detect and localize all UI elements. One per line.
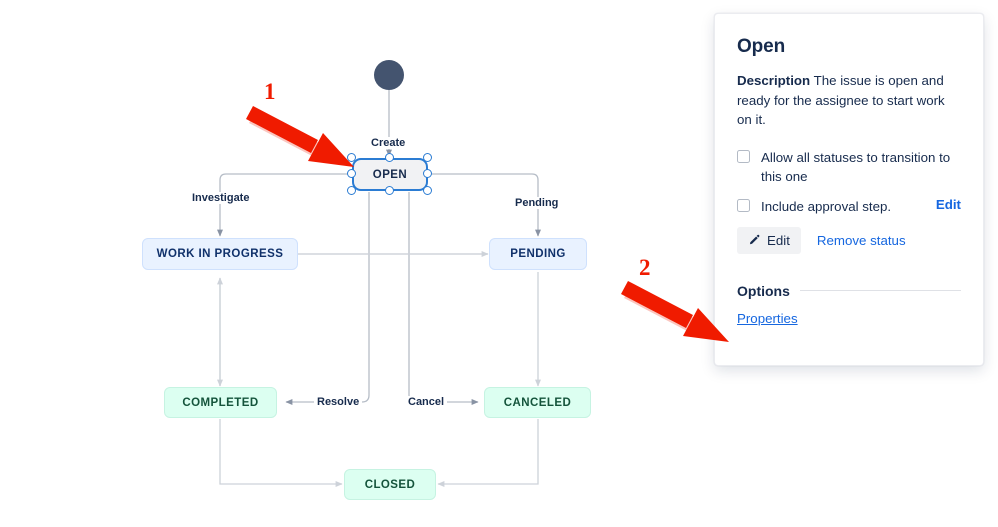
description-label: Description	[737, 73, 811, 88]
approval-step-edit-link[interactable]: Edit	[935, 196, 961, 212]
resize-handle-s[interactable]	[385, 186, 394, 195]
checkbox-row-allow-all[interactable]: Allow all statuses to transition to this…	[737, 148, 961, 186]
node-completed[interactable]: COMPLETED	[164, 387, 277, 418]
status-detail-panel: Open Description The issue is open and r…	[714, 13, 984, 366]
description-text: The issue is open and ready for the assi…	[737, 73, 945, 127]
checkbox-row-approval-step[interactable]: Include approval step. Edit	[737, 197, 961, 216]
workflow-canvas[interactable]: Create Investigate Pending Resolve Cance…	[0, 0, 714, 527]
node-work-in-progress-label: WORK IN PROGRESS	[156, 248, 284, 260]
options-section-header: Options	[737, 283, 961, 299]
page-title: Open	[737, 36, 786, 57]
edit-button-label: Edit	[767, 232, 790, 248]
checkbox-allow-all-statuses-label: Allow all statuses to transition to this…	[761, 149, 951, 184]
options-divider	[799, 290, 961, 291]
resize-handle-e[interactable]	[423, 169, 432, 178]
node-canceled-label: CANCELED	[503, 396, 572, 409]
resize-handle-sw[interactable]	[347, 186, 356, 195]
checkbox-allow-all-statuses[interactable]	[737, 149, 750, 163]
node-pending-label: PENDING	[510, 248, 566, 260]
start-circle[interactable]	[374, 60, 404, 90]
node-closed[interactable]: CLOSED	[344, 469, 436, 500]
edge-label-create: Create	[368, 137, 409, 149]
workflow-connectors	[217, 90, 541, 487]
callout-number-2: 2	[639, 255, 651, 280]
resize-handle-n[interactable]	[385, 153, 394, 162]
resize-handle-ne[interactable]	[423, 153, 432, 162]
edge-label-pending: Pending	[512, 197, 562, 209]
edge-label-resolve: Resolve	[314, 396, 363, 408]
resize-handle-w[interactable]	[347, 169, 356, 178]
node-closed-label: CLOSED	[364, 478, 416, 491]
edit-button[interactable]: Edit	[737, 226, 801, 254]
status-action-row: Edit Remove status	[737, 226, 961, 254]
properties-link[interactable]: Properties	[737, 310, 798, 326]
node-completed-label: COMPLETED	[182, 396, 259, 409]
node-open-label: OPEN	[372, 168, 408, 181]
options-heading: Options	[737, 282, 790, 299]
resize-handle-nw[interactable]	[347, 153, 356, 162]
remove-status-link[interactable]: Remove status	[816, 232, 906, 248]
callout-number-1: 1	[264, 79, 276, 104]
checkbox-include-approval-step-label: Include approval step.	[761, 198, 892, 214]
node-canceled[interactable]: CANCELED	[484, 387, 591, 418]
checkbox-include-approval-step[interactable]	[737, 198, 750, 212]
resize-handle-se[interactable]	[423, 186, 432, 195]
edge-label-cancel: Cancel	[405, 396, 448, 408]
node-work-in-progress[interactable]: WORK IN PROGRESS	[142, 238, 298, 270]
status-description: Description The issue is open and ready …	[737, 71, 961, 130]
node-pending[interactable]: PENDING	[489, 238, 587, 270]
pencil-icon	[749, 234, 760, 244]
edge-label-investigate: Investigate	[189, 192, 253, 204]
